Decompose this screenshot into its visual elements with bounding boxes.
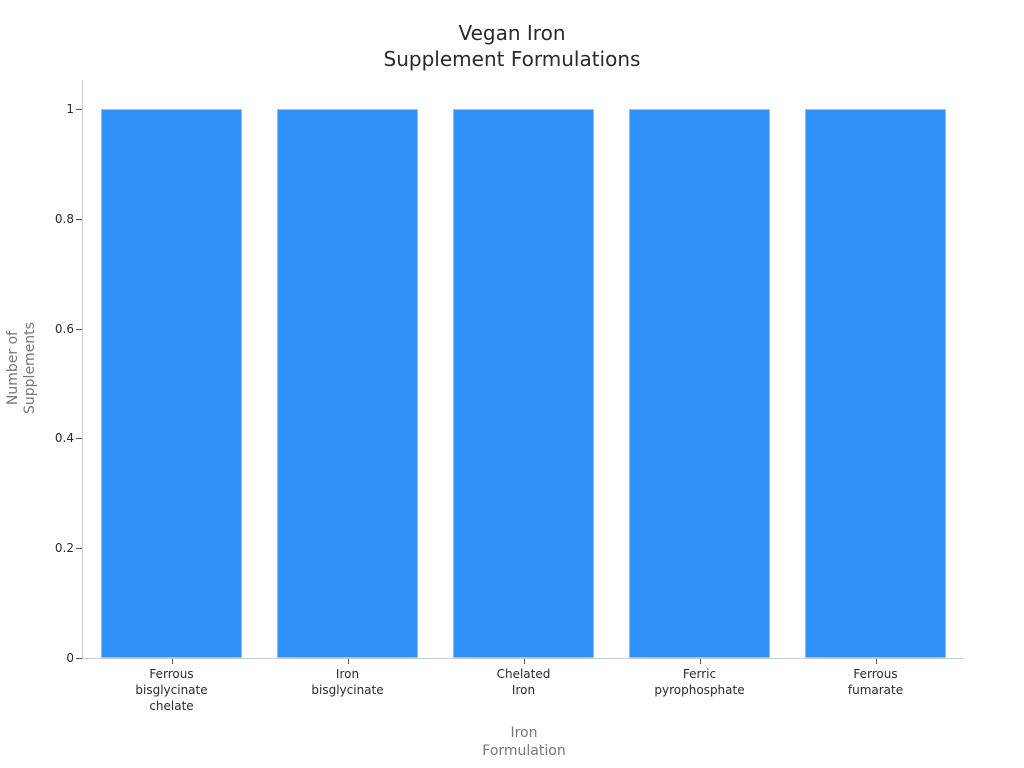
- x-tick-label: Ferric pyrophosphate: [654, 667, 745, 697]
- x-tick-label: Chelated Iron: [496, 667, 551, 697]
- bar: [101, 109, 242, 658]
- x-tick-label: Ferrous bisglycinate chelate: [135, 667, 208, 713]
- y-axis-title: Number of Supplements: [5, 322, 38, 414]
- y-tick-label: 0.8: [54, 211, 74, 226]
- y-tick-mark: [76, 658, 82, 659]
- x-tick-mark: [523, 659, 525, 664]
- chart-title: Vegan Iron Supplement Formulations: [0, 20, 1024, 72]
- y-tick-mark: [76, 218, 82, 220]
- y-tick-mark: [76, 109, 82, 110]
- bar: [805, 109, 946, 658]
- y-tick-mark: [76, 438, 82, 440]
- y-tick-label: 0.6: [54, 321, 74, 336]
- bar: [277, 109, 418, 658]
- y-tick-mark: [76, 328, 82, 330]
- x-tick-label: Ferrous fumarate: [847, 667, 904, 697]
- y-tick-mark: [76, 548, 82, 550]
- y-tick-label: 0.2: [54, 541, 74, 556]
- x-tick-mark: [347, 659, 349, 664]
- x-tick-mark: [875, 659, 877, 664]
- y-tick-label: 0.4: [54, 431, 74, 446]
- y-tick-label: 1: [66, 102, 74, 116]
- chart-title-line-2: Supplement Formulations: [383, 47, 641, 71]
- y-tick-label: 0: [66, 651, 74, 665]
- bar: [453, 109, 594, 658]
- x-tick-mark: [699, 659, 701, 664]
- x-axis-line: [82, 658, 963, 659]
- x-axis-title: Iron Formulation: [482, 725, 566, 759]
- bar: [629, 109, 770, 658]
- x-tick-mark: [171, 659, 173, 664]
- chart-title-line-1: Vegan Iron: [458, 21, 566, 45]
- y-axis-line: [82, 80, 83, 658]
- x-tick-label: Iron bisglycinate: [311, 667, 384, 697]
